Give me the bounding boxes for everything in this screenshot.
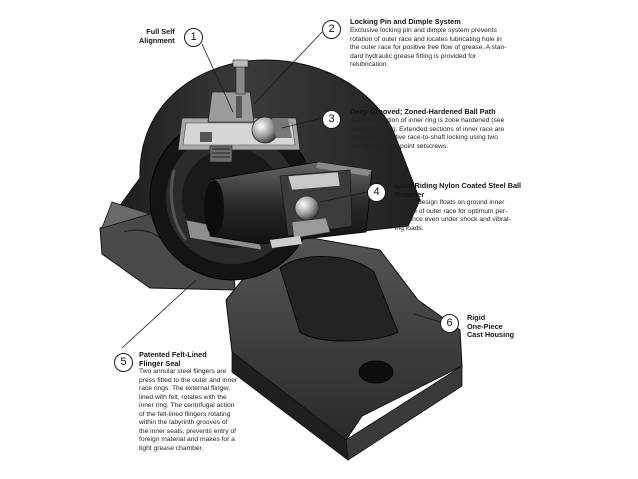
callout-title-full-self-alignment: Full Self Alignment [139, 27, 175, 45]
callout-text-locking-pin: Exclusive locking pin and dimple system … [350, 27, 507, 68]
callout-number-6: 6 [440, 314, 459, 333]
leader-line-4 [319, 191, 368, 203]
callout-number-1: 1 [184, 28, 203, 47]
callout-number-2: 2 [322, 20, 341, 39]
callout-text-ball-retainer: Unique design floats on ground inner sur… [395, 199, 511, 232]
leader-lines [121, 31, 441, 349]
callout-text-flinger-seal: Two annular steel flingers are press fit… [139, 368, 238, 452]
callout-number-3: 3 [322, 110, 341, 129]
leader-line-2 [253, 31, 323, 105]
leader-line-1 [201, 43, 234, 113]
callout-text-ball-path: Ball path section of inner ring is zone … [350, 117, 505, 150]
shaft [204, 161, 373, 248]
leader-line-5 [121, 279, 197, 349]
callout-title-ball-path: Deep Grooved; Zoned-Hardened Ball Path [350, 107, 496, 116]
setscrew-icon [209, 145, 233, 163]
callout-title-flinger-seal: Patented Felt-Lined Flinger Seal [139, 350, 207, 368]
callout-number-4: 4 [367, 183, 386, 202]
callout-title-locking-pin: Locking Pin and Dimple System [350, 17, 461, 26]
leader-line-3 [281, 117, 323, 129]
callout-title-cast-housing: Rigid One-Piece Cast Housing [467, 313, 515, 340]
callout-title-ball-retainer: Land Riding Nylon Coated Steel Ball Reta… [395, 181, 522, 199]
leader-line-6 [413, 313, 441, 323]
callout-number-5: 5 [114, 353, 133, 372]
